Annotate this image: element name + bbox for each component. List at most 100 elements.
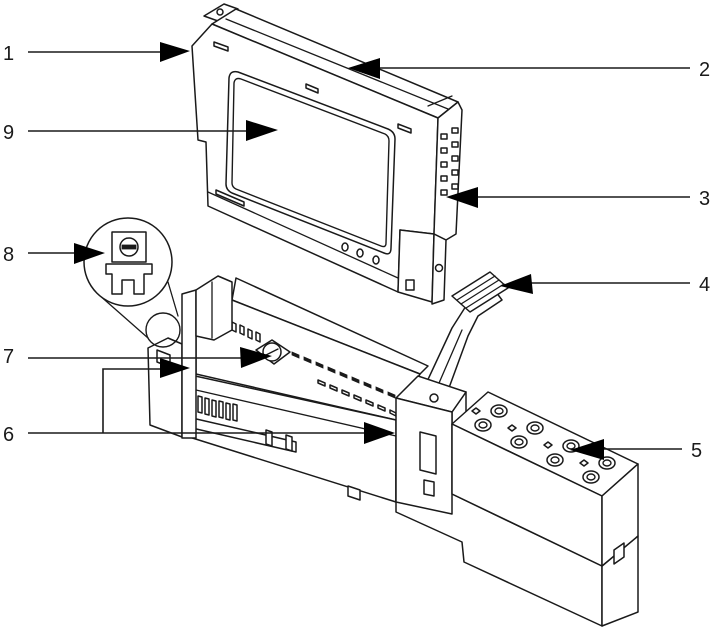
terminal-release-button [543,441,553,449]
magnifier-line [167,281,179,317]
contact-pad [291,351,300,359]
keyswitch-detail-magnifier [83,217,181,348]
module-pin [356,248,364,258]
module-pin [372,255,380,265]
latch-grip-ridge [456,275,496,301]
module-lower-hole [434,263,444,273]
side-hole [440,161,448,168]
callout-9-arrowhead [246,120,278,141]
mounting-base [147,271,639,627]
callouts: 1 2 3 4 5 6 [3,42,710,462]
callout-label-6: 6 [3,424,14,446]
latch-lever-edge [435,329,463,391]
terminal-wire-hole-inner [514,438,524,446]
callout-6: 6 [3,358,395,446]
callout-label-8: 8 [3,244,14,266]
callout-1-arrowhead [160,42,190,62]
callout-4-arrowhead [500,274,533,294]
side-hole [440,133,448,140]
contact-slot [255,331,261,343]
callout-8-arrowhead [74,243,105,264]
side-hole [440,189,448,196]
callout-label-7: 7 [3,346,14,368]
contact-pad [317,379,326,387]
module-lower-slot [405,279,415,291]
terminal-wire-hole [598,456,616,470]
terminal-release-button [579,459,589,467]
contact-pad [315,361,324,369]
module-vent-slot [213,41,229,52]
front-contact [218,400,224,419]
module-label-window-inner [231,77,390,248]
keyswitch [255,339,291,365]
front-contact [232,403,238,422]
terminal-block [451,391,639,567]
module-side-connector-holes [440,127,459,196]
callout-label-9: 9 [3,122,14,144]
terminal-wire-hole [546,453,564,467]
latch-grip-ridge [465,283,505,309]
callout-8: 8 [3,243,105,266]
base-front-tab [285,434,293,452]
connector-housing [395,375,467,515]
terminal-wire-hole [582,470,600,484]
contact-pad [329,384,338,392]
module-top-cap-edge [427,95,453,107]
contact-pad [353,394,362,402]
housing-small-slot [423,479,435,497]
callout-6-branch [102,368,162,433]
module-pin [341,242,349,252]
module-label-window [225,70,396,255]
base-rail-groove [195,389,397,437]
contact-pad [351,376,360,384]
callout-7: 7 [3,346,272,368]
contact-pad [363,381,372,389]
callout-3: 3 [446,187,710,210]
side-hole [440,147,448,154]
callout-label-2: 2 [699,59,710,81]
side-hole [451,183,459,190]
contact-slot [247,328,253,340]
terminal-wire-hole-inner [530,424,540,432]
contact-pad [327,366,336,374]
callout-6-branch-arrowhead [160,358,190,378]
callout-1: 1 [3,42,190,65]
base-backplane-contacts [231,321,397,417]
callout-label-1: 1 [3,43,14,65]
latch-grip-ridge [460,279,500,305]
magnifier-source-circle [145,312,181,348]
housing-slot [419,431,437,475]
contact-pad [375,386,384,394]
module-front-lower-edge [207,191,399,279]
module-lower-block-front [397,229,435,303]
release-latch [423,271,509,397]
terminal-block-side-slot [613,542,625,565]
module-top-ridge [225,18,449,110]
base-end-plate [181,289,197,439]
base-end-bracket [195,275,233,341]
terminal-wire-hole-inner [586,473,596,481]
terminal-block-right [601,463,639,567]
terminal-wire-hole [490,404,508,418]
terminal-release-button [507,424,517,432]
io-module [191,3,463,305]
module-tab-mark [216,8,224,16]
terminal-release-button [471,407,481,415]
callout-label-3: 3 [699,188,710,210]
front-contact [197,395,203,414]
housing-pivot [429,393,439,403]
contact-slot [239,324,245,336]
callout-4: 4 [500,274,710,296]
side-hole [451,169,459,176]
detail-keyswitch-mount [105,263,153,295]
contact-pad [377,404,386,412]
contact-pad [341,389,350,397]
module-vent-slot [305,83,319,94]
base-front-contacts [197,395,238,422]
magnifier-line [97,293,149,339]
terminal-wire-hole-inner [602,459,612,467]
callout-9: 9 [3,120,278,144]
terminal-wire-hole-inner [550,456,560,464]
side-hole [451,141,459,148]
